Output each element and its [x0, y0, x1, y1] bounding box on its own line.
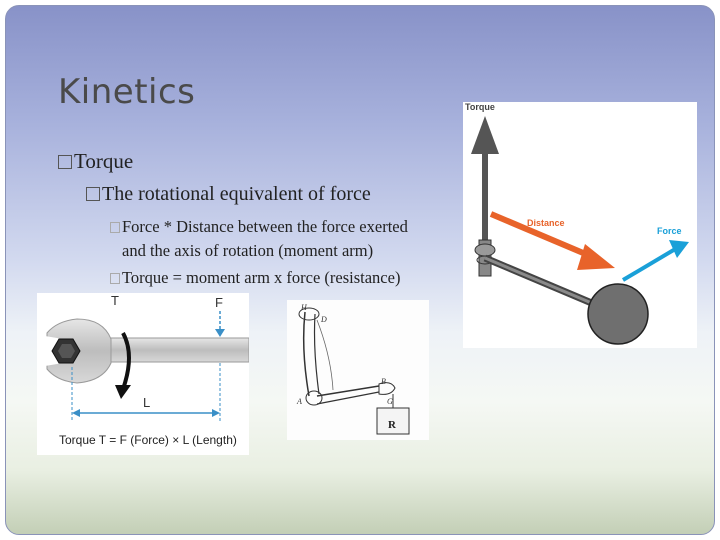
svg-text:B: B: [381, 377, 386, 386]
bullet-torque-formula-text: Torque = moment arm x force (resistance): [122, 268, 401, 287]
wrench-handle: [96, 337, 249, 363]
bullet-torque-formula: Torque = moment arm x force (resistance): [110, 268, 400, 288]
force-vector: [621, 246, 679, 282]
bullet-rotational: The rotational equivalent of force: [86, 183, 371, 206]
svg-text:H: H: [300, 303, 308, 312]
slide: Kinetics Torque The rotational equivalen…: [5, 5, 715, 535]
bullet-box-icon: [58, 155, 72, 169]
bullet-box-icon: [86, 187, 100, 201]
bullet-torque: Torque: [58, 149, 133, 174]
bullet-force-distance-line1: Force * Distance between the force exert…: [122, 217, 408, 236]
label-distance: Distance: [527, 218, 565, 228]
arm-sketch-figure: H D A B G R: [287, 300, 429, 440]
lever-illustration: Torque Distance Force: [465, 102, 689, 345]
distance-arrow: [489, 211, 597, 261]
weight-box: [376, 407, 410, 435]
bullet-force-distance-line2: and the axis of rotation (moment arm): [122, 241, 374, 260]
torque-arrow-head: [115, 385, 131, 399]
label-t: T: [111, 293, 119, 308]
lever-ball: [587, 283, 649, 345]
wrench-caption: Torque T = F (Force) × L (Length): [59, 433, 237, 447]
bullet-box-icon: [110, 222, 120, 233]
label-force: Force: [657, 226, 682, 236]
slide-title: Kinetics: [58, 72, 196, 112]
bullet-rotational-text: The rotational equivalent of force: [102, 183, 371, 205]
label-torque: Torque: [465, 102, 495, 112]
svg-text:G: G: [387, 397, 393, 406]
arm-sketch-illustration: H D A B G R: [296, 303, 410, 435]
wrench-illustration: T F L: [39, 293, 249, 421]
svg-text:A: A: [296, 397, 302, 406]
wrench-figure: T F L Torque T = F (Force) × L (Length): [37, 293, 249, 455]
label-l: L: [143, 395, 150, 410]
torque-curve-arrow: [121, 332, 131, 390]
label-f: F: [215, 295, 223, 310]
bullet-force-distance: Force * Distance between the force exert…: [110, 215, 408, 263]
lever-figure: Torque Distance Force: [463, 102, 697, 348]
bullet-box-icon: [110, 273, 120, 284]
weight-label: R: [388, 419, 397, 431]
bullet-torque-text: Torque: [74, 149, 134, 173]
svg-text:D: D: [320, 315, 327, 324]
